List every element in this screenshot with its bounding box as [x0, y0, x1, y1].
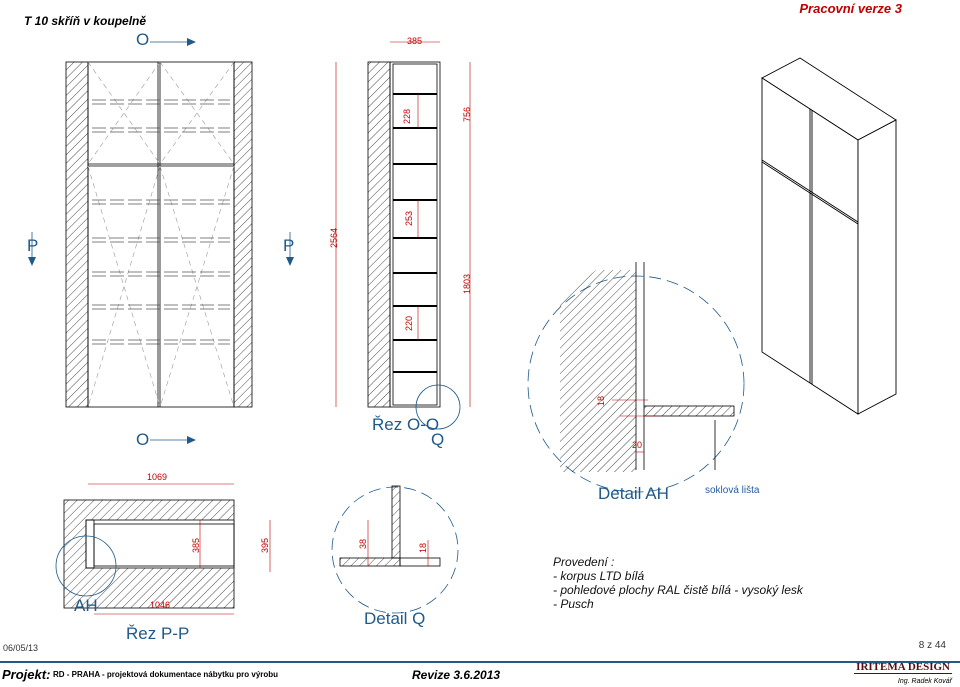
dim-253: 253	[404, 210, 414, 226]
section-marker-o-bottom: O	[136, 430, 150, 449]
drawing-title: T 10 skříň v koupelně	[24, 14, 147, 28]
dim-220: 220	[404, 315, 414, 331]
company-logo: IRITEMA DESIGN	[854, 661, 952, 674]
dim-20-ah: 20	[632, 440, 643, 450]
dim-38-q: 38	[358, 538, 368, 549]
dim-385-top: 385	[407, 36, 423, 46]
detail-marker-q: Q	[431, 430, 445, 449]
detail-q	[331, 485, 459, 614]
dim-18-ah: 18	[596, 395, 606, 406]
section-marker-o-top: O	[136, 30, 150, 49]
detail-title-q: Detail Q	[364, 609, 426, 628]
page-number: 8 z 44	[918, 640, 946, 651]
detail-title-ah: Detail AH	[598, 484, 669, 503]
dim-395-pp: 395	[260, 537, 270, 553]
project-label: Projekt:	[2, 667, 51, 682]
dim-18-q: 18	[418, 542, 428, 553]
drawing-date: 06/05/13	[3, 643, 39, 653]
plinth-label: soklová lišta	[705, 485, 760, 496]
isometric-view	[761, 57, 897, 415]
section-marker-p-right: P	[283, 236, 295, 255]
project-name: RD - PRAHA - projektová dokumentace náby…	[53, 670, 279, 679]
detail-ah	[527, 262, 745, 493]
section-title-o-o: Řez O-O	[372, 415, 440, 434]
front-elevation	[28, 38, 294, 444]
dim-1046: 1046	[150, 600, 171, 610]
dim-228: 228	[402, 108, 412, 124]
version-label: Pracovní verze 3	[799, 1, 902, 16]
footer-divider	[0, 661, 960, 663]
dim-2564: 2564	[329, 227, 339, 248]
section-o-o	[335, 41, 471, 430]
dim-1069: 1069	[147, 472, 168, 482]
section-marker-p-left: P	[27, 236, 39, 255]
dim-756: 756	[462, 106, 472, 122]
dim-385-pp: 385	[191, 537, 201, 553]
execution-notes: Provedení : - korpus LTD bílá - pohledov…	[553, 555, 803, 611]
section-p-p	[55, 483, 271, 615]
section-title-p-p: Řez P-P	[126, 624, 190, 643]
revision-label: Revize 3.6.2013	[412, 668, 501, 682]
engineer-name: Ing. Radek Kovář	[897, 678, 952, 685]
dim-1803: 1803	[462, 273, 472, 294]
detail-marker-ah: AH	[74, 596, 98, 615]
